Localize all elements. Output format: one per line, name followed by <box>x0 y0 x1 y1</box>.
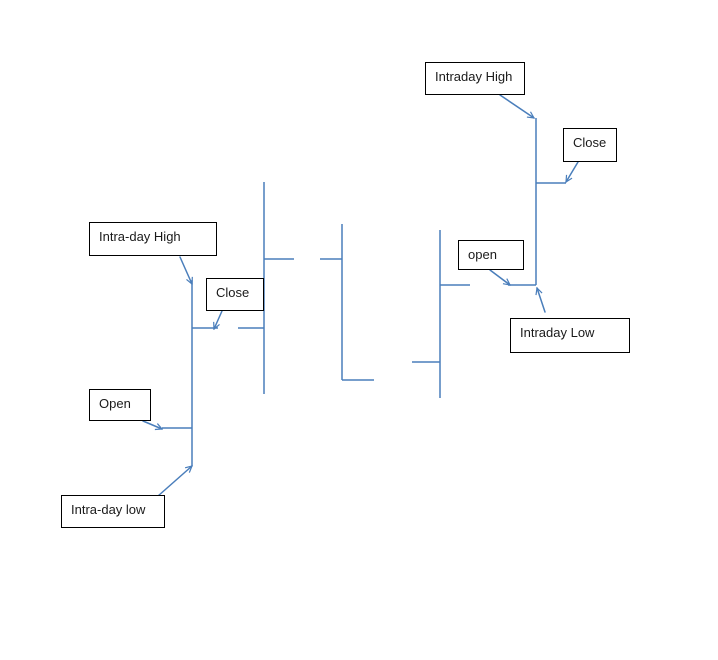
arrow-left-open <box>142 420 162 429</box>
arrow-right-open <box>489 269 510 285</box>
label-right-intraday-high: Intraday High <box>425 62 525 95</box>
arrow-left-high <box>179 256 192 284</box>
label-left-close: Close <box>206 278 264 311</box>
arrow-right-high <box>499 94 534 118</box>
ohlc-bar-4 <box>412 230 470 398</box>
arrow-left-low <box>157 466 192 497</box>
arrow-right-low <box>537 288 546 313</box>
ohlc-bar-3 <box>320 224 374 381</box>
label-right-open: open <box>458 240 524 270</box>
ohlc-bar-2 <box>238 182 294 394</box>
label-left-intraday-high: Intra-day High <box>89 222 217 256</box>
ohlc-bar-5 <box>508 118 566 286</box>
label-left-intraday-low: Intra-day low <box>61 495 165 528</box>
arrow-left-close <box>214 310 223 329</box>
label-right-intraday-low: Intraday Low <box>510 318 630 353</box>
arrow-right-close <box>565 161 579 182</box>
label-right-close: Close <box>563 128 617 162</box>
label-left-open: Open <box>89 389 151 421</box>
